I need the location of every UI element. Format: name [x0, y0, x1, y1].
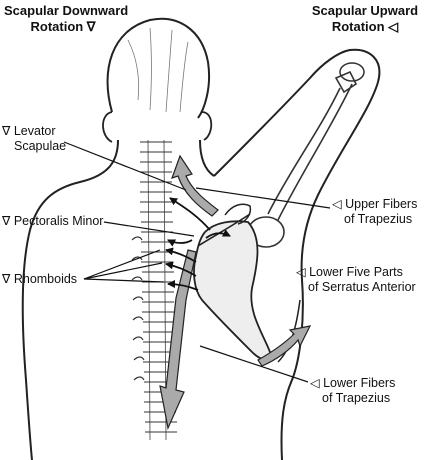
- acromion: [224, 203, 252, 225]
- serratus-line1: ◁ Lower Five Parts: [296, 265, 403, 279]
- lower-trap-line1: ◁ Lower Fibers: [310, 376, 396, 390]
- pectoralis-arrow-1: [167, 239, 193, 247]
- muscle-arrows: [159, 154, 312, 430]
- pectoralis-arrow-2: [205, 229, 231, 239]
- elbow-condyle: [339, 62, 365, 82]
- levator-leader: [63, 141, 187, 191]
- rhomboid-arrow-2: [165, 261, 197, 277]
- rhomboid-arrow-1: [165, 247, 197, 263]
- arm-outline: [213, 48, 381, 460]
- upper-trapezius-label: ◁ Upper Fibers of Trapezius: [332, 197, 417, 227]
- leader-lines: [63, 141, 331, 383]
- lower-trapezius-label: ◁ Lower Fibers of Trapezius: [310, 376, 395, 406]
- lower-trap-line2: of Trapezius: [322, 391, 391, 405]
- neck-right: [199, 139, 215, 177]
- right-ear: [201, 111, 213, 141]
- downward-rotator-arrows: [165, 197, 231, 291]
- rhomboids-label: ∇ Rhomboids: [2, 272, 77, 287]
- left-ear: [102, 111, 113, 143]
- levator-scapulae-label: ∇ Levator Scapulae: [2, 124, 66, 154]
- downward-header-line1: Scapular Downward: [4, 3, 129, 18]
- serratus-line2: of Serratus Anterior: [308, 280, 416, 294]
- lower-trapezius-arrow: [159, 249, 197, 430]
- upward-header-line2: Rotation ◁: [331, 19, 399, 34]
- pectoralis-line1: ∇ Pectoralis Minor: [2, 214, 104, 228]
- rhomboid-arrow-3: [167, 280, 199, 291]
- downward-rotation-header: Scapular Downward Rotation ∇: [4, 3, 129, 35]
- rhomboids-line1: ∇ Rhomboids: [2, 272, 78, 286]
- rhomboids-leader-2: [83, 262, 163, 280]
- upward-header-line1: Scapular Upward: [311, 3, 419, 18]
- upper-trap-line2: of Trapezius: [344, 212, 413, 226]
- downward-header-line2: Rotation ∇: [30, 19, 96, 34]
- upper-trapezius-arrow: [171, 154, 219, 217]
- pectoralis-minor-label: ∇ Pectoralis Minor: [2, 214, 103, 229]
- serratus-anterior-arrow: [257, 325, 312, 367]
- levator-arrow: [169, 197, 211, 231]
- head-outline: [106, 17, 210, 119]
- levator-line1: ∇ Levator: [2, 124, 56, 138]
- serratus-anterior-label: ◁ Lower Five Parts of Serratus Anterior: [296, 265, 416, 295]
- rhomboids-leader-3: [83, 278, 165, 283]
- humerus-bone: [267, 70, 358, 221]
- levator-line2: Scapulae: [14, 139, 67, 153]
- upper-trapezius-leader: [195, 187, 331, 209]
- neck-left: [21, 139, 119, 460]
- pectoralis-leader: [103, 221, 195, 237]
- upward-rotation-header: Scapular Upward Rotation ◁: [306, 3, 424, 35]
- rhomboids-leader-1: [83, 249, 161, 280]
- upper-trap-line1: ◁ Upper Fibers: [332, 197, 418, 211]
- hair-lines: [127, 27, 189, 113]
- lower-trapezius-leader: [199, 345, 309, 383]
